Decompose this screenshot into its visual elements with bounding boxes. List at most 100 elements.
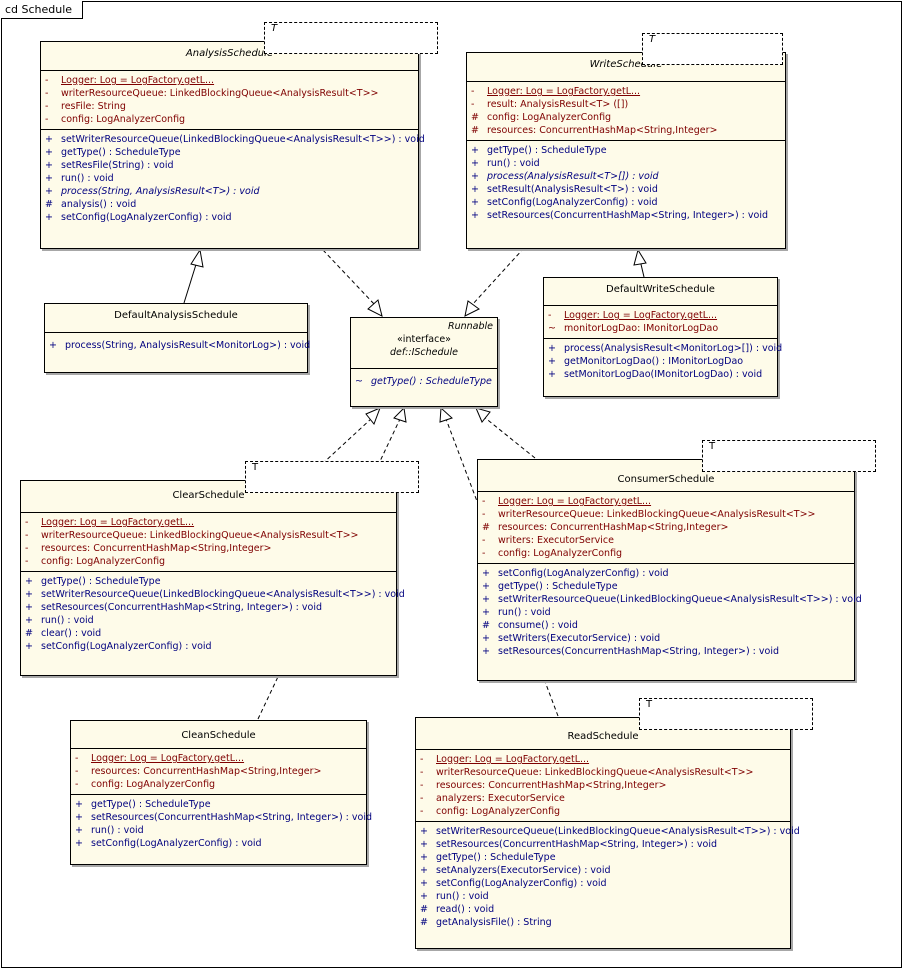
operation-row[interactable]: +setResFile(String) : void	[45, 160, 174, 171]
attribute-row[interactable]: -analyzers: ExecutorService	[420, 793, 565, 804]
attribute-row[interactable]: -result: AnalysisResult<T> ([])	[471, 99, 629, 110]
attributes-section: -Logger: Log = LogFactory.getL... ~monit…	[544, 306, 777, 338]
operation-row[interactable]: +getMonitorLogDao() : IMonitorLogDao	[548, 356, 744, 367]
attributes-section: -Logger: Log = LogFactory.getL... -write…	[478, 492, 854, 563]
operation-row[interactable]: +setConfig(LogAnalyzerConfig) : void	[75, 838, 262, 849]
operation-row[interactable]: #analysis() : void	[45, 199, 137, 210]
attribute-row[interactable]: -writers: ExecutorService	[482, 535, 614, 546]
operation-row[interactable]: +setResources(ConcurrentHashMap<String, …	[471, 210, 768, 221]
class-write-schedule[interactable]: WriteSchedule -Logger: Log = LogFactory.…	[466, 52, 786, 249]
template-param-read: T	[639, 698, 813, 730]
operation-row[interactable]: +process(AnalysisResult<T>[]) : void	[471, 171, 659, 182]
operation-row[interactable]: +setWriters(ExecutorService) : void	[482, 633, 661, 644]
attributes-section: -Logger: Log = LogFactory.getL... -write…	[21, 513, 396, 571]
class-name: ConsumerSchedule	[617, 474, 715, 485]
attributes-section: -Logger: Log = LogFactory.getL... -resul…	[467, 82, 785, 140]
operation-row[interactable]: +process(String, AnalysisResult<MonitorL…	[49, 340, 311, 351]
operation-row[interactable]: +setWriterResourceQueue(LinkedBlockingQu…	[45, 134, 425, 145]
class-consumer-schedule[interactable]: ConsumerSchedule -Logger: Log = LogFacto…	[477, 459, 862, 681]
attributes-section: -Logger: Log = LogFactory.getL... -write…	[416, 750, 790, 821]
attribute-row[interactable]: -Logger: Log = LogFactory.getL...	[75, 753, 245, 764]
operation-row[interactable]: +setWriterResourceQueue(LinkedBlockingQu…	[25, 589, 405, 600]
operation-row[interactable]: +setResult(AnalysisResult<T>) : void	[471, 184, 658, 195]
operation-row[interactable]: +process(String, AnalysisResult<T>) : vo…	[45, 186, 260, 197]
attribute-row[interactable]: -Logger: Log = LogFactory.getL...	[548, 310, 718, 321]
operation-row[interactable]: +getType() : ScheduleType	[75, 799, 211, 810]
operation-row[interactable]: +setConfig(LogAnalyzerConfig) : void	[45, 212, 232, 223]
generalization-arrowhead-write	[633, 248, 647, 266]
class-name: ClearSchedule	[172, 490, 245, 501]
operation-row[interactable]: +getType() : ScheduleType	[471, 145, 607, 156]
operation-row[interactable]: +run() : void	[420, 891, 489, 902]
operation-row[interactable]: +process(AnalysisResult<MonitorLog>[]) :…	[548, 343, 783, 354]
operation-row[interactable]: +setMonitorLogDao(IMonitorLogDao) : void	[548, 369, 763, 380]
operation-row[interactable]: #clear() : void	[25, 628, 102, 639]
class-read-schedule[interactable]: ReadSchedule -Logger: Log = LogFactory.g…	[415, 717, 800, 949]
class-clean-schedule[interactable]: CleanSchedule -Logger: Log = LogFactory.…	[70, 720, 372, 865]
realization-arrowhead-analysis	[367, 299, 383, 317]
operation-row[interactable]: +setWriterResourceQueue(LinkedBlockingQu…	[482, 594, 862, 605]
attribute-row[interactable]: -config: LogAnalyzerConfig	[75, 779, 216, 790]
attribute-row[interactable]: -writerResourceQueue: LinkedBlockingQueu…	[482, 509, 816, 520]
operation-row[interactable]: +setConfig(LogAnalyzerConfig) : void	[25, 641, 212, 652]
attribute-row[interactable]: -writerResourceQueue: LinkedBlockingQueu…	[420, 767, 754, 778]
attribute-row[interactable]: -config: LogAnalyzerConfig	[482, 548, 623, 559]
operation-row[interactable]: +getType() : ScheduleType	[25, 576, 161, 587]
operation-row[interactable]: #getAnalysisFile() : String	[420, 917, 552, 928]
attribute-row[interactable]: -resFile: String	[45, 101, 126, 112]
class-default-analysis-schedule[interactable]: DefaultAnalysisSchedule +process(String,…	[44, 303, 311, 373]
operation-row[interactable]: +setResources(ConcurrentHashMap<String, …	[420, 839, 717, 850]
operation-row[interactable]: +run() : void	[75, 825, 144, 836]
operations-section: +getType() : ScheduleType +run() : void …	[467, 140, 785, 225]
operation-row[interactable]: #consume() : void	[482, 620, 578, 631]
operation-row[interactable]: #read() : void	[420, 904, 495, 915]
operation-row[interactable]: +setConfig(LogAnalyzerConfig) : void	[420, 878, 607, 889]
template-param-clear: T	[245, 461, 419, 493]
attribute-row[interactable]: ~monitorLogDao: IMonitorLogDao	[548, 323, 719, 334]
attribute-row[interactable]: -resources: ConcurrentHashMap<String,Int…	[420, 780, 667, 791]
attribute-row[interactable]: #resources: ConcurrentHashMap<String,Int…	[482, 522, 729, 533]
operation-row[interactable]: +getType() : ScheduleType	[420, 852, 556, 863]
attribute-row[interactable]: -writerResourceQueue: LinkedBlockingQueu…	[25, 530, 359, 541]
attribute-row[interactable]: -Logger: Log = LogFactory.getL...	[25, 517, 195, 528]
attribute-row[interactable]: -writerResourceQueue: LinkedBlockingQueu…	[45, 88, 379, 99]
class-analysis-schedule[interactable]: AnalysisSchedule -Logger: Log = LogFacto…	[40, 41, 425, 249]
attribute-row[interactable]: #resources: ConcurrentHashMap<String,Int…	[471, 125, 718, 136]
attribute-row[interactable]: -resources: ConcurrentHashMap<String,Int…	[25, 543, 272, 554]
operation-row[interactable]: +setWriterResourceQueue(LinkedBlockingQu…	[420, 826, 800, 837]
operation-row[interactable]: +setResources(ConcurrentHashMap<String, …	[75, 812, 372, 823]
attribute-row[interactable]: -config: LogAnalyzerConfig	[45, 114, 186, 125]
interface-ischedule[interactable]: Runnable «interface» def::ISchedule ~get…	[350, 317, 498, 407]
class-clear-schedule[interactable]: ClearSchedule -Logger: Log = LogFactory.…	[20, 480, 405, 676]
attribute-row[interactable]: -Logger: Log = LogFactory.getL...	[471, 86, 641, 97]
operation-row[interactable]: +getType() : ScheduleType	[45, 147, 181, 158]
attribute-row[interactable]: -Logger: Log = LogFactory.getL...	[482, 496, 652, 507]
operation-row[interactable]: +run() : void	[45, 173, 114, 184]
operation-row[interactable]: +run() : void	[482, 607, 551, 618]
operation-row[interactable]: +getType() : ScheduleType	[482, 581, 618, 592]
class-name: WriteSchedule	[589, 59, 663, 70]
operation-row[interactable]: ~getType() : ScheduleType	[355, 376, 492, 387]
interface-stereotype: «interface»	[397, 334, 451, 345]
attribute-row[interactable]: -Logger: Log = LogFactory.getL...	[420, 754, 590, 765]
operation-row[interactable]: +run() : void	[471, 158, 540, 169]
operation-row[interactable]: +setConfig(LogAnalyzerConfig) : void	[471, 197, 658, 208]
attribute-row[interactable]: -config: LogAnalyzerConfig	[25, 556, 166, 567]
realization-arrowhead-clean	[393, 406, 407, 423]
operation-row[interactable]: +setResources(ConcurrentHashMap<String, …	[25, 602, 322, 613]
attribute-row[interactable]: #config: LogAnalyzerConfig	[471, 112, 612, 123]
attribute-row[interactable]: -Logger: Log = LogFactory.getL...	[45, 75, 215, 86]
interface-parent: Runnable	[448, 321, 493, 332]
class-default-write-schedule[interactable]: DefaultWriteSchedule -Logger: Log = LogF…	[543, 277, 783, 397]
operation-row[interactable]: +run() : void	[25, 615, 94, 626]
attribute-row[interactable]: -config: LogAnalyzerConfig	[420, 806, 561, 817]
diagram-tab[interactable]: cd Schedule	[1, 1, 84, 19]
operation-row[interactable]: +setResources(ConcurrentHashMap<String, …	[482, 646, 779, 657]
operation-row[interactable]: +setAnalyzers(ExecutorService) : void	[420, 865, 611, 876]
operations-section: +process(AnalysisResult<MonitorLog>[]) :…	[544, 338, 783, 384]
operation-row[interactable]: +setConfig(LogAnalyzerConfig) : void	[482, 568, 669, 579]
attribute-row[interactable]: -resources: ConcurrentHashMap<String,Int…	[75, 766, 322, 777]
interface-name: def::ISchedule	[389, 347, 459, 358]
